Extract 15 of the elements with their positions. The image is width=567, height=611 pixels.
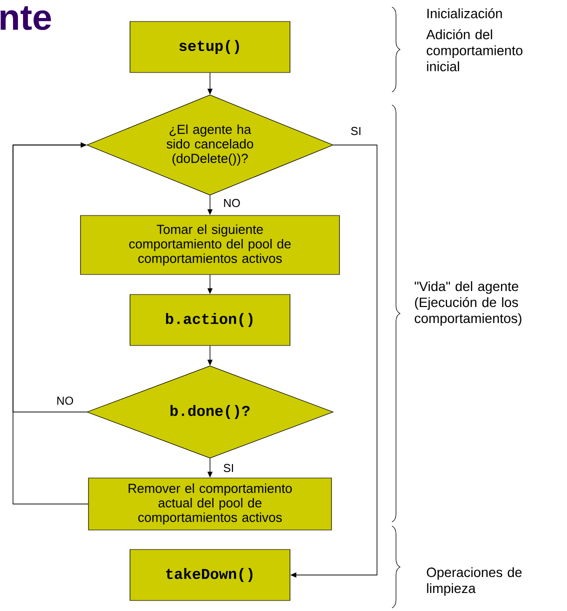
side-note: Operaciones de limpieza: [426, 567, 522, 596]
process-box: Remover el comportamiento actual del pool de comportamientos activos: [88, 478, 332, 530]
side-note: Adición del comportamiento inicial: [426, 29, 522, 72]
edge-label: NO: [57, 396, 74, 405]
process-box: setup(): [130, 21, 290, 73]
edge-label: NO: [224, 198, 240, 208]
process-box: takeDown(): [130, 549, 290, 601]
side-note: "Vida" del agente (Ejecución de los comportamientos): [414, 281, 522, 326]
edge-label: SI: [351, 126, 360, 136]
process-box: Tomar el siguiente comportamiento del pool de comportamientos activos: [80, 215, 340, 275]
title: nte: [0, 6, 51, 30]
side-note: Inicialización: [427, 8, 502, 18]
edge-label: SI: [224, 464, 233, 472]
arrow: [12, 142, 89, 504]
process-box: b.action(): [130, 294, 290, 346]
